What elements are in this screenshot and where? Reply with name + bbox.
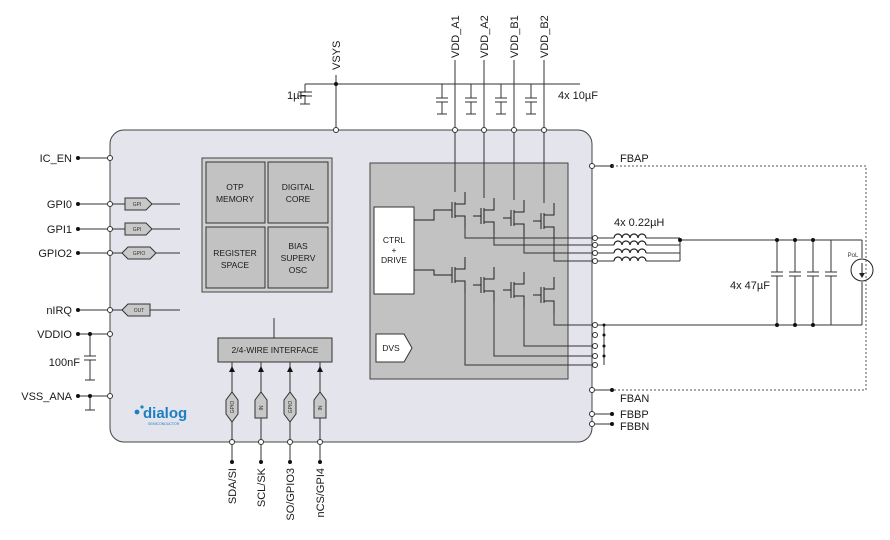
pol-load: PoL (848, 253, 874, 282)
svg-text:IN: IN (259, 405, 265, 410)
inductors-label: 4x 0.22µH (614, 217, 664, 229)
vdd-caps (436, 83, 537, 115)
svg-text:dialog: dialog (143, 405, 187, 422)
pin-sda-si: SDA/SI (227, 468, 239, 504)
pin-vsys: VSYS (331, 41, 343, 70)
pin-vdd-b2: VDD_B2 (539, 15, 551, 58)
bias-label-3: OSC (289, 265, 307, 275)
register-space-block (205, 226, 266, 289)
pin-scl-sk: SCL/SK (256, 467, 268, 507)
pin-fbbn: FBBN (620, 421, 649, 433)
svg-text:GPIO: GPIO (288, 401, 294, 414)
pin-vdd-a2: VDD_A2 (479, 15, 491, 58)
otp-label-2: MEMORY (216, 194, 254, 204)
ctrl-label-1: CTRL (383, 235, 405, 245)
pin-fbap: FBAP (620, 153, 649, 165)
io-tag-gpi0: GPI (124, 197, 153, 211)
io-tag-scl: IN (254, 391, 268, 419)
svg-text:GPI: GPI (133, 202, 142, 208)
svg-text:IN: IN (318, 405, 324, 410)
otp-memory-block (205, 161, 266, 224)
dvs-block (375, 333, 413, 363)
interface-label: 2/4-WIRE INTERFACE (232, 345, 319, 355)
digital-label-2: CORE (286, 194, 311, 204)
digital-core-block (267, 161, 329, 224)
pin-gpi0: GPI0 (47, 199, 72, 211)
pin-fban: FBAN (620, 393, 649, 405)
ctrl-label-3: DRIVE (381, 255, 407, 265)
caps-vdd-label: 4x 10µF (558, 90, 598, 102)
dialog-logo: dialog SEMICONDUCTOR (134, 405, 187, 426)
pin-ncs-gpi4: nCS/GPI4 (315, 468, 327, 518)
pin-vss-ana: VSS_ANA (21, 391, 72, 403)
svg-text:GPIO: GPIO (230, 401, 236, 414)
svg-text:GPIO: GPIO (133, 251, 146, 257)
register-label-1: REGISTER (213, 248, 256, 258)
otp-label-1: OTP (226, 182, 244, 192)
ctrl-label-2: + (392, 245, 397, 255)
ctrl-drive-block (373, 206, 415, 295)
svg-text:SEMICONDUCTOR: SEMICONDUCTOR (148, 422, 180, 426)
pin-gpi1: GPI1 (47, 224, 72, 236)
svg-text:PoL: PoL (848, 253, 859, 259)
interface-block (217, 337, 333, 363)
pin-nirq: nIRQ (46, 305, 72, 317)
io-tag-so: GPIO (283, 391, 297, 423)
cap-vsys-label: 1µF (287, 90, 306, 102)
mosfet-array (444, 192, 555, 313)
pin-so-gpio3: SO/GPIO3 (285, 468, 297, 521)
digital-label-1: DIGITAL (282, 182, 315, 192)
pin-vdd-b1: VDD_B1 (509, 15, 521, 58)
pin-vddio: VDDIO (37, 329, 72, 341)
pin-ic-en: IC_EN (40, 153, 72, 165)
io-tag-nirq: OUT (121, 303, 151, 317)
cap-vddio-label: 100nF (49, 357, 80, 369)
pin-gpio2: GPIO2 (38, 248, 72, 260)
pin-fbbp: FBBP (620, 409, 649, 421)
io-tag-gpi1: GPI (124, 222, 153, 236)
io-tag-gpio2: GPIO (121, 246, 157, 260)
inductor-array (613, 233, 647, 262)
io-tag-ncs: IN (313, 391, 327, 419)
dvs-label: DVS (382, 343, 400, 353)
register-label-2: SPACE (221, 260, 250, 270)
svg-text:OUT: OUT (134, 308, 145, 314)
bias-osc-block (267, 226, 329, 289)
pin-vdd-a1: VDD_A1 (450, 15, 462, 58)
bias-label-2: SUPERV (281, 253, 316, 263)
svg-text:GPI: GPI (133, 227, 142, 233)
caps-out-label: 4x 47µF (730, 280, 770, 292)
io-tag-sda: GPIO (225, 391, 239, 423)
bias-label-1: BIAS (288, 241, 308, 251)
